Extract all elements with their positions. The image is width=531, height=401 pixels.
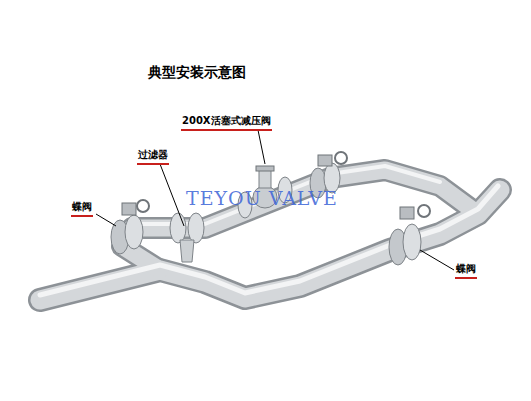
part-label: 蝶阀 [455,262,477,279]
leader-line [420,250,454,270]
part-label: 过滤器 [137,148,169,165]
leader-line [258,130,265,164]
diagram-title: 典型安装示意图 [148,64,246,82]
filter [170,213,204,262]
part-label: 200X活塞式减压阀 [181,114,272,131]
butterfly-valve [111,200,149,254]
leader-line [160,164,184,226]
leader-line [96,214,116,226]
watermark: TEYOU VALVE [186,187,338,209]
part-label: 蝶阀 [71,200,93,217]
pipe-highlight [40,186,498,295]
butterfly-valve [389,205,430,265]
